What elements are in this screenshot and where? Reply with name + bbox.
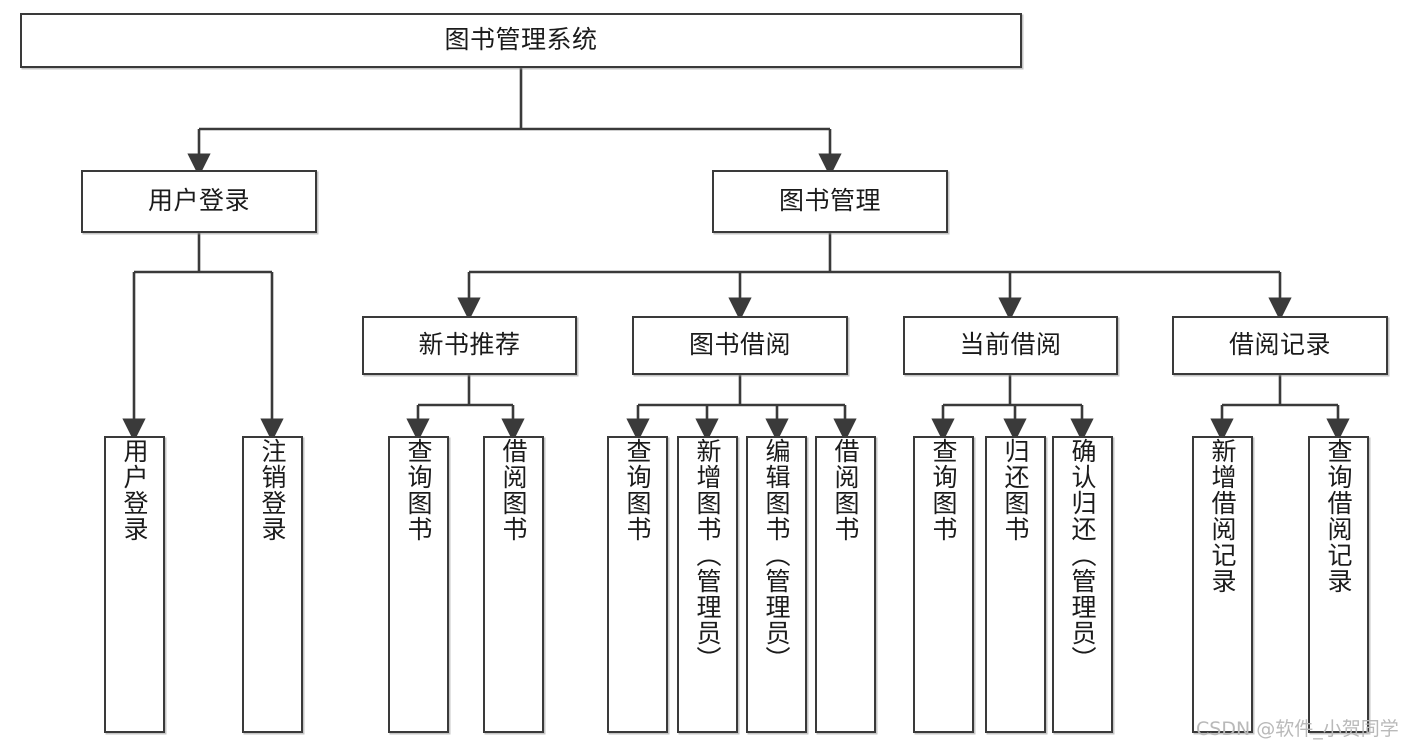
node-leaf-logout[interactable]: 注销登录 xyxy=(242,436,303,733)
node-leaf-add-book-admin[interactable]: 新增图书（管理员） xyxy=(677,436,738,733)
node-leaf-query-borrow-record[interactable]: 查询借阅记录 xyxy=(1308,436,1369,733)
node-leaf-add-book-admin-label: 新增图书（管理员） xyxy=(693,438,722,672)
node-leaf-query-book-borrow[interactable]: 查询图书 xyxy=(607,436,668,733)
node-leaf-borrow-book-recommend[interactable]: 借阅图书 xyxy=(483,436,544,733)
node-leaf-add-borrow-record-label: 新增借阅记录 xyxy=(1208,438,1237,594)
node-book-borrow[interactable]: 图书借阅 xyxy=(632,316,848,375)
node-root-label: 图书管理系统 xyxy=(444,25,598,55)
node-borrow-record-label: 借阅记录 xyxy=(1228,330,1331,360)
node-leaf-query-book-current[interactable]: 查询图书 xyxy=(913,436,974,733)
node-leaf-logout-label: 注销登录 xyxy=(258,438,287,542)
node-user-login[interactable]: 用户登录 xyxy=(81,170,317,233)
node-leaf-borrow-book-recommend-label: 借阅图书 xyxy=(499,438,528,542)
node-book-management-label: 图书管理 xyxy=(778,186,881,216)
node-root-book-management-system[interactable]: 图书管理系统 xyxy=(20,13,1022,68)
node-leaf-borrow-book[interactable]: 借阅图书 xyxy=(815,436,876,733)
node-book-management[interactable]: 图书管理 xyxy=(712,170,948,233)
node-leaf-query-book-recommend-label: 查询图书 xyxy=(404,438,433,542)
node-leaf-edit-book-admin-label: 编辑图书（管理员） xyxy=(762,438,791,672)
node-user-login-label: 用户登录 xyxy=(147,186,250,216)
node-book-borrow-label: 图书借阅 xyxy=(688,330,791,360)
node-leaf-edit-book-admin[interactable]: 编辑图书（管理员） xyxy=(746,436,807,733)
node-current-borrow[interactable]: 当前借阅 xyxy=(903,316,1118,375)
node-leaf-query-borrow-record-label: 查询借阅记录 xyxy=(1324,438,1353,594)
node-leaf-user-login-label: 用户登录 xyxy=(120,438,149,542)
node-leaf-confirm-return-admin[interactable]: 确认归还（管理员） xyxy=(1052,436,1113,733)
node-new-book-recommend-label: 新书推荐 xyxy=(418,330,521,360)
node-leaf-add-borrow-record[interactable]: 新增借阅记录 xyxy=(1192,436,1253,733)
node-leaf-query-book-borrow-label: 查询图书 xyxy=(623,438,652,542)
node-leaf-return-book[interactable]: 归还图书 xyxy=(985,436,1046,733)
node-leaf-user-login[interactable]: 用户登录 xyxy=(104,436,165,733)
node-leaf-confirm-return-admin-label: 确认归还（管理员） xyxy=(1068,438,1097,672)
node-current-borrow-label: 当前借阅 xyxy=(959,330,1062,360)
node-leaf-query-book-current-label: 查询图书 xyxy=(929,438,958,542)
node-leaf-query-book-recommend[interactable]: 查询图书 xyxy=(388,436,449,733)
node-leaf-borrow-book-label: 借阅图书 xyxy=(831,438,860,542)
node-borrow-record[interactable]: 借阅记录 xyxy=(1172,316,1388,375)
node-new-book-recommend[interactable]: 新书推荐 xyxy=(362,316,577,375)
node-leaf-return-book-label: 归还图书 xyxy=(1001,438,1030,542)
csdn-watermark: CSDN @软件_小贺同学 xyxy=(1196,718,1399,740)
